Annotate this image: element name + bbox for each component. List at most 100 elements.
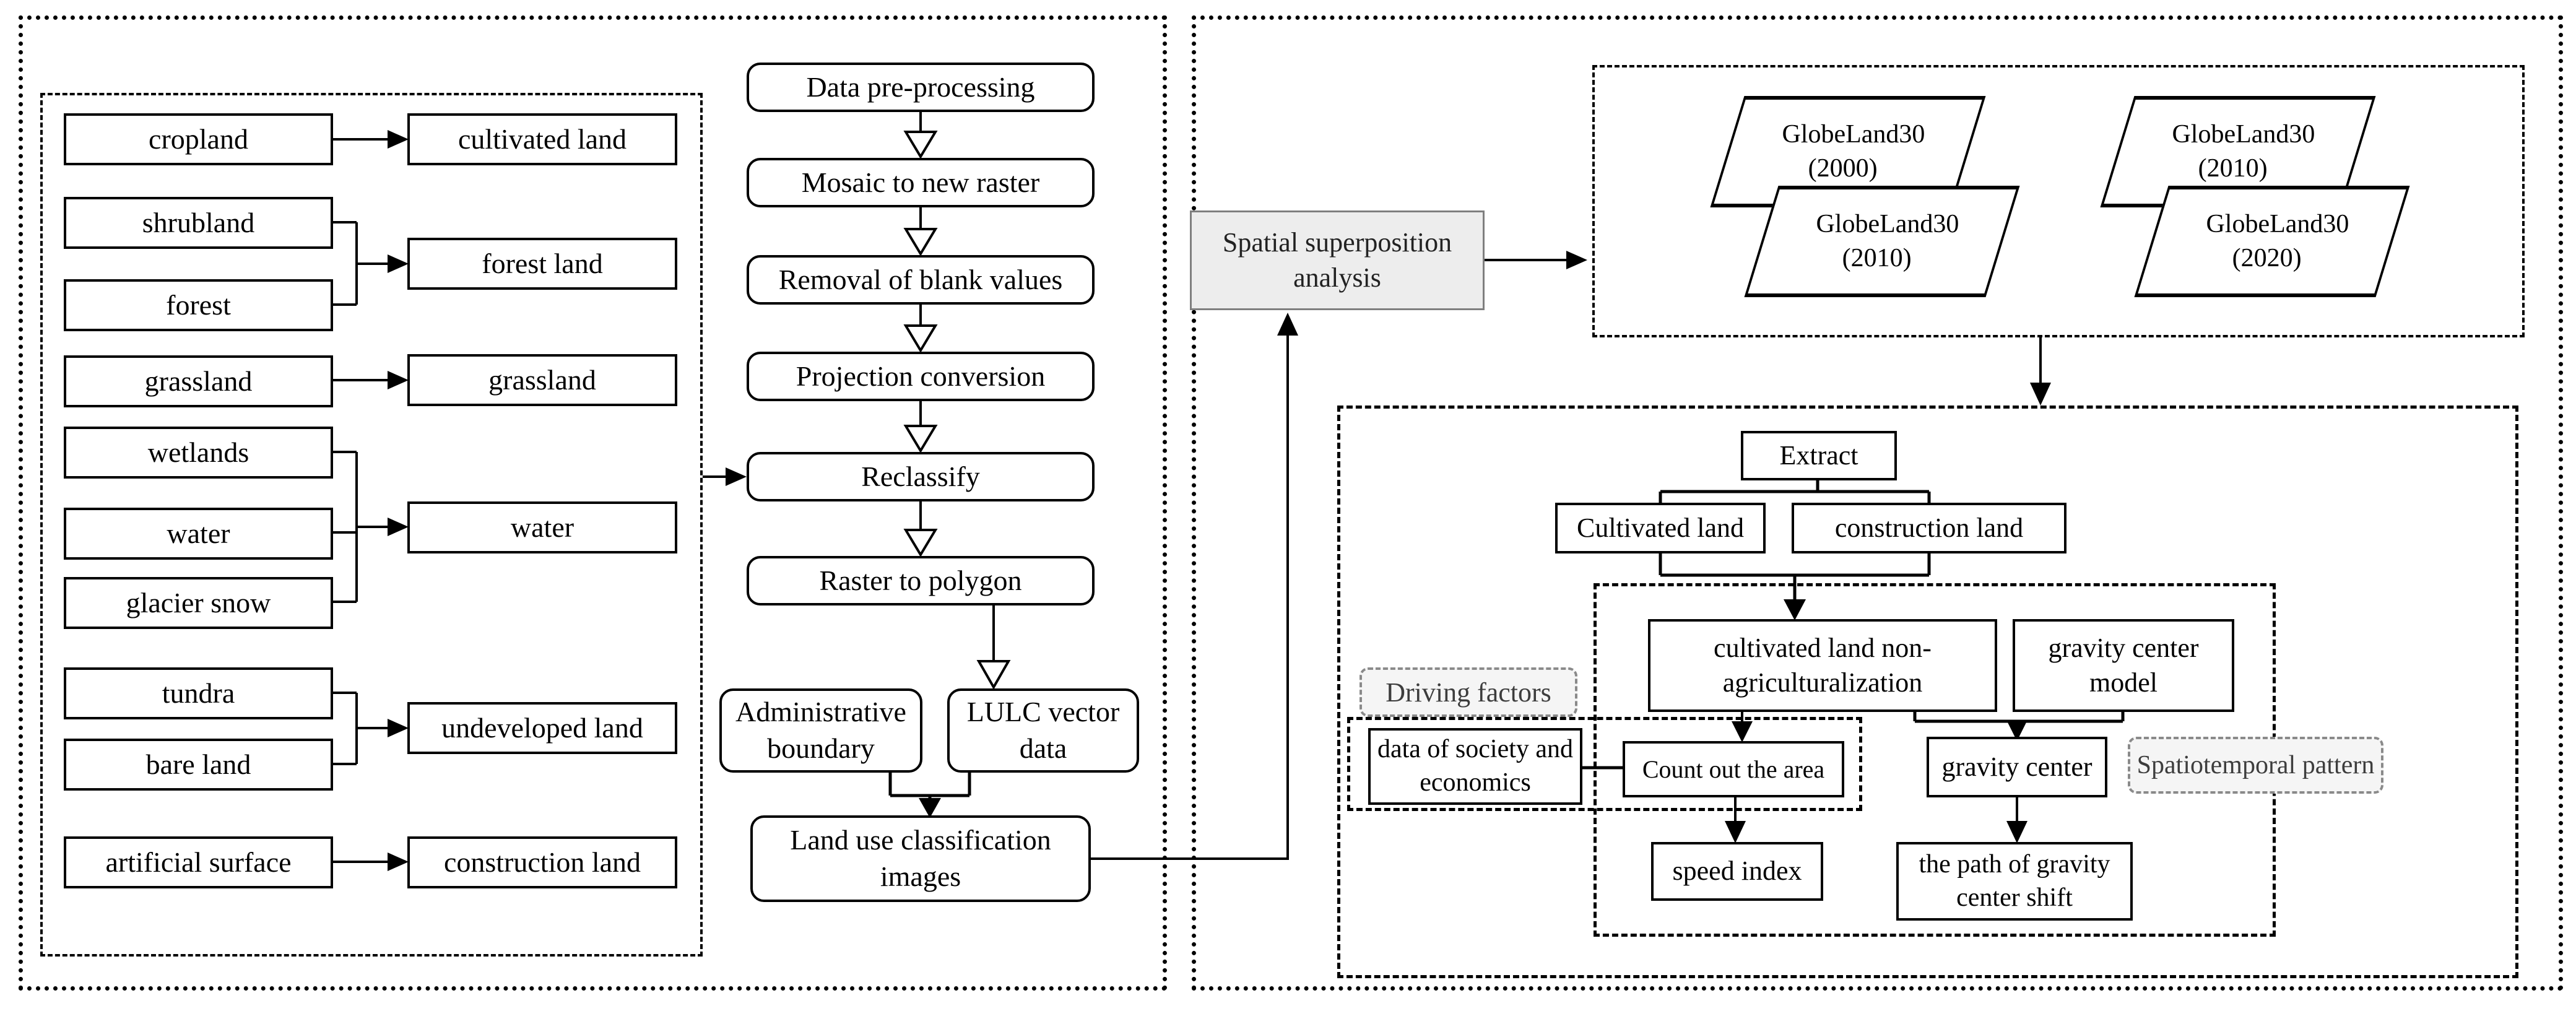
node-grassland-target-label: grassland (488, 363, 596, 396)
node-grassland-source-label: grassland (144, 365, 253, 397)
node-globeland-2010a-name: GlobeLand30 (1815, 210, 1959, 239)
arrowhead-gravity-center (2006, 720, 2027, 741)
arrowhead-up-superposition (1277, 313, 1298, 336)
step-raster-to-polygon-label: Raster to polygon (819, 564, 1022, 596)
node-count-area-label: Count out the area (1642, 755, 1825, 783)
step-data-preprocessing-label: Data pre-processing (806, 71, 1035, 103)
node-lulc-vector-label: LULC vector data (966, 696, 1120, 764)
analysis-dashed-frame (1337, 406, 2518, 978)
node-non-agriculturalization-label: cultivated land non-agriculturalization (1714, 632, 1932, 698)
tag-spatiotemporal-pattern: Spatiotemporal pattern (2128, 737, 2383, 794)
step-mosaic: Mosaic to new raster (747, 158, 1095, 207)
node-forest-land-target: forest land (407, 238, 677, 290)
node-construction-land-target-label: construction land (443, 846, 641, 878)
node-artificial-surface-label: artificial surface (105, 846, 292, 878)
node-wetlands: wetlands (64, 427, 333, 479)
node-cultivated-extract-label: Cultivated land (1576, 512, 1745, 543)
node-globeland-2020-name: GlobeLand30 (2205, 210, 2349, 239)
left-mapping-arrowheads (388, 130, 747, 871)
step-reclassify: Reclassify (747, 452, 1095, 501)
pipeline-open-arrowheads (903, 131, 1011, 690)
node-grassland-target: grassland (407, 354, 677, 406)
node-globeland-2010b-name: GlobeLand30 (2171, 120, 2315, 149)
step-raster-to-polygon: Raster to polygon (747, 556, 1095, 605)
step-mosaic-label: Mosaic to new raster (801, 166, 1040, 198)
bracket-gravity (1913, 712, 2125, 723)
node-gravity-path: the path of gravity center shift (1896, 842, 2133, 921)
node-lulc-vector: LULC vector data (947, 688, 1139, 773)
node-globeland-2010a-year: (2010) (1842, 244, 1912, 272)
globeland-dashed-frame (1592, 65, 2525, 337)
node-water-source-label: water (167, 517, 230, 549)
tag-driving-factors-label: Driving factors (1386, 677, 1551, 708)
node-wetlands-label: wetlands (147, 436, 249, 468)
arrowhead-nonag (1784, 599, 1806, 620)
node-artificial-surface: artificial surface (64, 836, 333, 888)
arrowhead-path (2006, 821, 2027, 843)
node-grassland-source: grassland (64, 355, 333, 407)
step-removal-blank-label: Removal of blank values (778, 263, 1063, 295)
node-count-area: Count out the area (1623, 741, 1844, 797)
bracket-extract-split (1659, 480, 1931, 503)
node-globeland-2020: GlobeLand30 (2020) (2134, 186, 2410, 297)
node-extract-label: Extract (1779, 440, 1858, 471)
node-undeveloped-land-target: undeveloped land (407, 702, 677, 754)
node-extract: Extract (1741, 431, 1897, 480)
node-admin-boundary-label: Administrative boundary (735, 696, 906, 764)
node-society-data: data of society and economics (1368, 728, 1582, 805)
node-globeland-2020-year: (2020) (2232, 244, 2302, 272)
merge-bracket-landuse (888, 773, 971, 800)
tag-spatiotemporal-pattern-label: Spatiotemporal pattern (2136, 751, 2375, 779)
node-globeland-2010b-year: (2010) (2198, 154, 2268, 183)
node-water-target-label: water (510, 511, 575, 543)
node-gravity-center: gravity center (1927, 737, 2107, 797)
node-tundra-label: tundra (162, 677, 235, 709)
node-bare-land: bare land (64, 739, 333, 791)
node-gravity-model: gravity center model (2013, 619, 2234, 712)
arrowhead-landuse (919, 798, 941, 818)
node-globeland-2000-year: (2000) (1808, 154, 1878, 183)
node-admin-boundary: Administrative boundary (719, 688, 922, 773)
node-bare-land-label: bare land (145, 748, 251, 780)
node-cultivated-land-target-label: cultivated land (458, 123, 627, 155)
node-landuse-images: Land use classification images (750, 815, 1091, 902)
node-cropland: cropland (64, 113, 333, 165)
node-glacier-snow: glacier snow (64, 577, 333, 629)
node-glacier-snow-label: glacier snow (126, 586, 271, 618)
node-landuse-images-label: Land use classification images (790, 824, 1051, 892)
node-shrubland: shrubland (64, 197, 333, 249)
node-cultivated-extract: Cultivated land (1555, 503, 1766, 553)
node-forest-label: forest (166, 289, 231, 321)
node-globeland-2010a: GlobeLand30 (2010) (1744, 186, 2020, 297)
step-data-preprocessing: Data pre-processing (747, 63, 1095, 112)
tag-driving-factors: Driving factors (1360, 667, 1577, 717)
node-speed-index-label: speed index (1672, 856, 1802, 887)
node-gravity-model-label: gravity center model (2048, 632, 2199, 698)
bracket-merge-nonag (1659, 553, 1931, 601)
arrowhead-speed (1725, 821, 1746, 843)
node-undeveloped-land-target-label: undeveloped land (441, 711, 643, 744)
step-projection-label: Projection conversion (796, 360, 1046, 392)
wire-landuse-to-superposition (1091, 334, 1289, 860)
node-tundra: tundra (64, 667, 333, 719)
node-shrubland-label: shrubland (142, 206, 255, 238)
pipeline-stems (919, 112, 995, 661)
node-construction-extract-label: construction land (1834, 512, 2024, 543)
node-forest: forest (64, 279, 333, 331)
node-gravity-center-label: gravity center (1941, 751, 2092, 782)
node-non-agriculturalization: cultivated land non-agriculturalization (1648, 619, 1997, 712)
reclass-mapping-dashed-frame (40, 93, 703, 957)
right-dotted-frame (1192, 15, 2563, 991)
arrowhead-globeland (1566, 251, 1587, 269)
left-dotted-frame (19, 15, 1167, 991)
node-construction-extract: construction land (1792, 503, 2066, 553)
node-spatial-superposition: Spatial superposition analysis (1190, 210, 1485, 310)
node-gravity-path-label: the path of gravity center shift (1919, 849, 2110, 912)
left-mapping-connectors (333, 138, 726, 863)
node-globeland-2000-name: GlobeLand30 (1781, 120, 1925, 149)
step-projection: Projection conversion (747, 352, 1095, 401)
node-water-target: water (407, 501, 677, 553)
node-cultivated-land-target: cultivated land (407, 113, 677, 165)
